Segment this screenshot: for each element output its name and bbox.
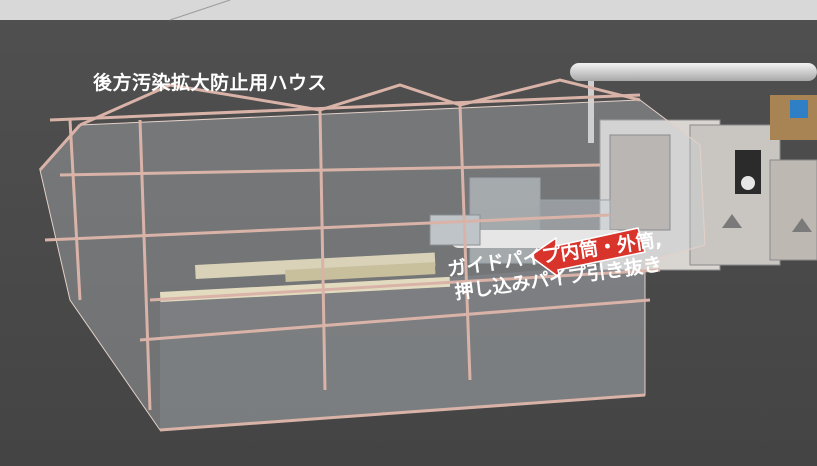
- top-curve: [169, 0, 231, 21]
- house-title-label: 後方汚染拡大防止用ハウス: [93, 72, 328, 94]
- pipe-support: [588, 81, 594, 143]
- blue-panel: [790, 100, 808, 118]
- stands: [722, 214, 812, 232]
- overhead-pipe: [570, 63, 817, 81]
- withdraw-arrow: [528, 227, 646, 280]
- tent-frame: [38, 78, 661, 432]
- pipe-piece-1: [195, 252, 436, 279]
- top-band: [0, 0, 817, 20]
